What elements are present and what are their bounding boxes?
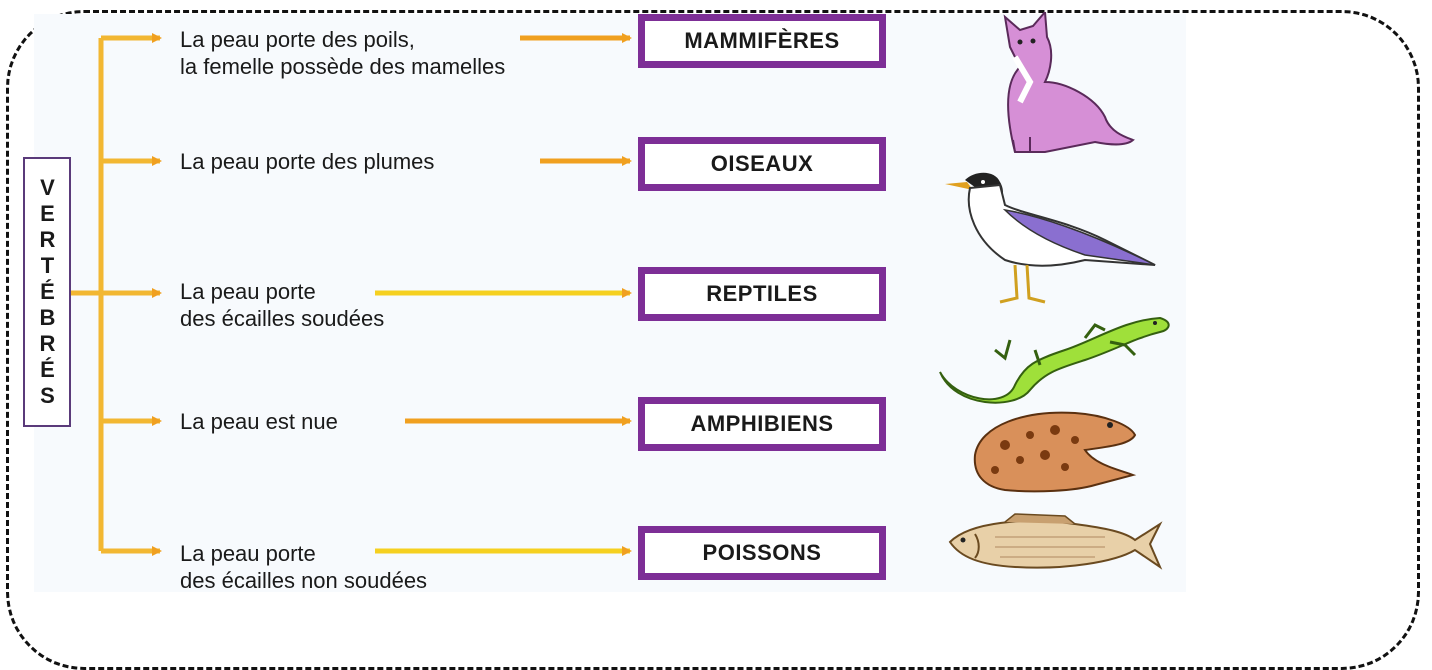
branch-arrows (101, 38, 160, 551)
class-box-poissons: POISSONS (638, 526, 886, 580)
description-poissons: La peau porte des écailles non soudées (180, 540, 427, 594)
fish-icon (945, 512, 1165, 576)
root-label: VERTÉBRÉS (36, 175, 58, 409)
description-mammiferes: La peau porte des poils, la femelle poss… (180, 26, 505, 80)
description-amphibiens: La peau est nue (180, 408, 338, 435)
class-box-reptiles: REPTILES (638, 267, 886, 321)
description-reptiles: La peau porte des écailles soudées (180, 278, 384, 332)
class-label: POISSONS (645, 533, 879, 573)
frog-icon (965, 405, 1150, 497)
class-box-mammiferes: MAMMIFÈRES (638, 14, 886, 68)
class-box-amphibiens: AMPHIBIENS (638, 397, 886, 451)
class-box-oiseaux: OISEAUX (638, 137, 886, 191)
cat-icon (975, 12, 1140, 157)
lizard-icon (935, 310, 1175, 410)
vertebres-box: VERTÉBRÉS (23, 157, 71, 427)
class-arrows (375, 38, 630, 551)
class-label: OISEAUX (645, 144, 879, 184)
class-label: MAMMIFÈRES (645, 21, 879, 61)
class-label: REPTILES (645, 274, 879, 314)
gull-icon (945, 170, 1160, 310)
class-label: AMPHIBIENS (645, 404, 879, 444)
description-oiseaux: La peau porte des plumes (180, 148, 434, 175)
